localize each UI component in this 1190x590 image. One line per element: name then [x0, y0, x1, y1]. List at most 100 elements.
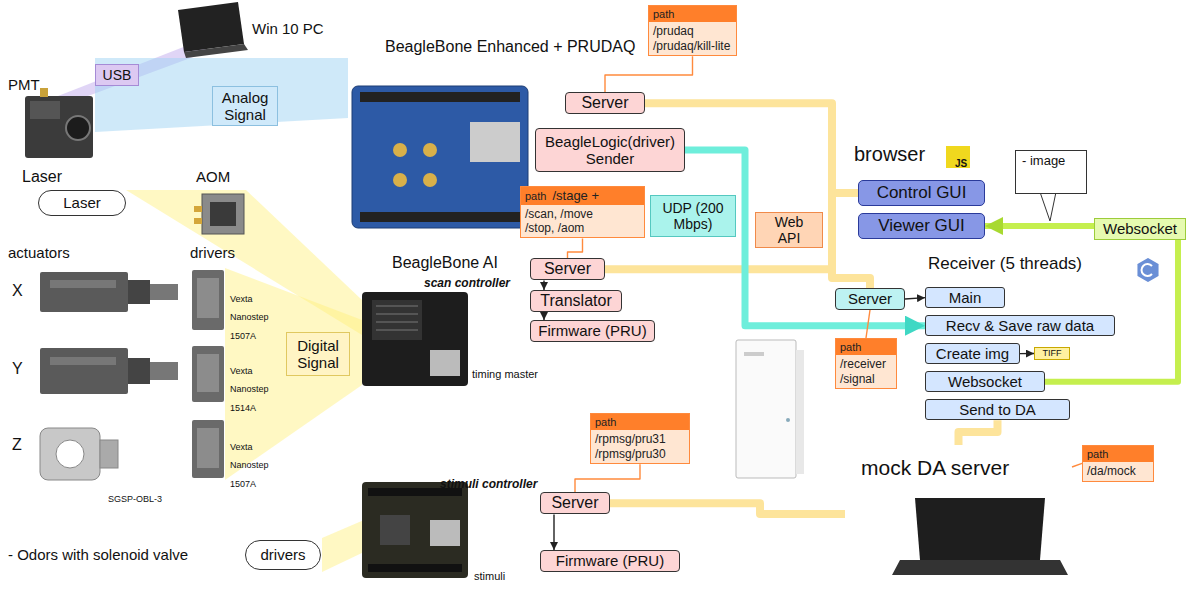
connector — [959, 420, 998, 445]
cpp-icon — [1137, 257, 1160, 283]
label-slot: Vexta Nanostep 1507A — [230, 288, 280, 343]
beaglebone-ai-board — [376, 329, 418, 331]
stimuli-board — [380, 515, 410, 545]
label-slot: Z — [12, 436, 22, 454]
axis-label: X — [12, 282, 23, 299]
device-box: drivers — [245, 540, 321, 570]
motor-driver — [192, 270, 224, 330]
text-slot: Receiver (5 threads) — [928, 254, 1082, 274]
pc-tower — [744, 352, 764, 356]
pmt-device — [30, 101, 60, 119]
stage-actuator — [40, 348, 128, 394]
group-title: scan controller — [424, 276, 510, 290]
connector — [1072, 463, 1082, 467]
node-text: Websocket — [948, 373, 1022, 390]
node-text: Analog Signal — [219, 89, 271, 124]
stage-actuator — [150, 362, 178, 380]
motor-driver — [192, 420, 224, 478]
stage-actuator — [40, 272, 178, 480]
connector — [685, 150, 925, 326]
aom-device — [194, 206, 202, 212]
stage-actuator — [50, 357, 116, 365]
gui-box: Control GUI — [858, 180, 985, 206]
model-label: SGSP-OBL-3 — [108, 494, 162, 504]
signal-band — [95, 58, 348, 132]
stage-actuator — [150, 284, 178, 300]
path-note: path/receiver /signal — [835, 338, 897, 389]
signal-tag: Analog Signal — [212, 86, 278, 126]
label-slot: - Odors with solenoid valve — [8, 546, 188, 564]
process-box: Server — [540, 492, 610, 514]
signal-band — [322, 520, 364, 572]
node-text: Laser — [63, 194, 101, 211]
group-title: timing master — [472, 368, 538, 380]
file-tag: TIFF — [1034, 347, 1070, 360]
laptop-icon — [178, 2, 248, 58]
group-outline — [919, 251, 1172, 430]
connector — [866, 310, 870, 338]
axis-label: Y — [12, 360, 23, 377]
beaglebone-ai-board — [376, 321, 418, 323]
path-header: path — [649, 6, 736, 22]
text-slot: BeagleBone AI — [392, 254, 498, 272]
connector — [985, 226, 1178, 382]
callout-tail — [1040, 192, 1056, 221]
stimuli-board — [362, 482, 468, 578]
node-text: path — [525, 190, 546, 202]
laptop-icon — [184, 44, 248, 58]
connector — [610, 503, 845, 514]
label-slot: PMT — [8, 76, 40, 94]
beaglebone-board — [360, 92, 520, 102]
connector — [605, 56, 693, 92]
aom-device — [210, 202, 236, 226]
text-slot: stimuli — [474, 566, 505, 584]
label-slot: actuators — [8, 244, 70, 262]
beaglebone-ai-board — [376, 305, 418, 307]
path-body: /scan, /move /stop, /aom — [521, 205, 607, 238]
process-box: Translator — [530, 290, 622, 312]
path-header: path — [836, 339, 896, 355]
beaglebone-board — [352, 86, 528, 228]
stage-actuator — [128, 358, 150, 384]
link-tag: Web API — [755, 212, 823, 248]
device-label: Laser — [22, 168, 62, 185]
pc-region — [722, 72, 1188, 486]
label-slot: Laser — [22, 168, 62, 186]
text-slot: BeagleBone Enhanced + PRUDAQ — [385, 38, 635, 56]
connector — [553, 514, 554, 550]
label-slot: Vexta Nanostep 1514A — [230, 360, 280, 415]
path-header: path/stage + — [521, 187, 644, 205]
node-text: Server — [551, 494, 598, 512]
aom-device — [194, 194, 244, 234]
icon-label: JS — [955, 158, 967, 169]
text-slot: mock DA server — [861, 456, 1009, 480]
callout-tail — [1040, 192, 1056, 221]
cpp-icon — [1142, 264, 1152, 276]
thread-box: Recv & Save raw data — [925, 315, 1115, 336]
js-icon — [946, 146, 970, 168]
group-title: browser — [854, 143, 925, 165]
link-tag: Websocket — [1094, 218, 1186, 240]
model-label: Vexta Nanostep 1507A — [230, 294, 269, 341]
js-icon — [946, 146, 970, 168]
pmt-device — [25, 88, 93, 158]
beaglebone-ai-board — [362, 292, 468, 386]
node-text: Firmware (PRU) — [556, 552, 664, 569]
model-label: Vexta Nanostep 1514A — [230, 366, 269, 413]
callout-box: - image — [1015, 150, 1087, 194]
node-text: path — [1087, 448, 1108, 460]
connector — [1020, 353, 1034, 355]
group-outline — [352, 470, 692, 586]
pc-tower — [736, 340, 796, 478]
label-slot: SGSP-OBL-3 — [108, 488, 162, 506]
aom-device — [202, 194, 244, 234]
pmt-device — [66, 116, 90, 140]
node-text: Web API — [762, 214, 816, 246]
beaglebone-board — [423, 143, 437, 157]
node-text: Main — [949, 289, 982, 306]
path-note: path/rpmsg/pru31 /rpmsg/pru30 — [590, 413, 690, 464]
beaglebone-ai-board — [372, 300, 422, 340]
device-label: AOM — [196, 168, 230, 185]
node-text: path — [840, 341, 861, 353]
node-text: UDP (200 Mbps) — [657, 200, 729, 232]
